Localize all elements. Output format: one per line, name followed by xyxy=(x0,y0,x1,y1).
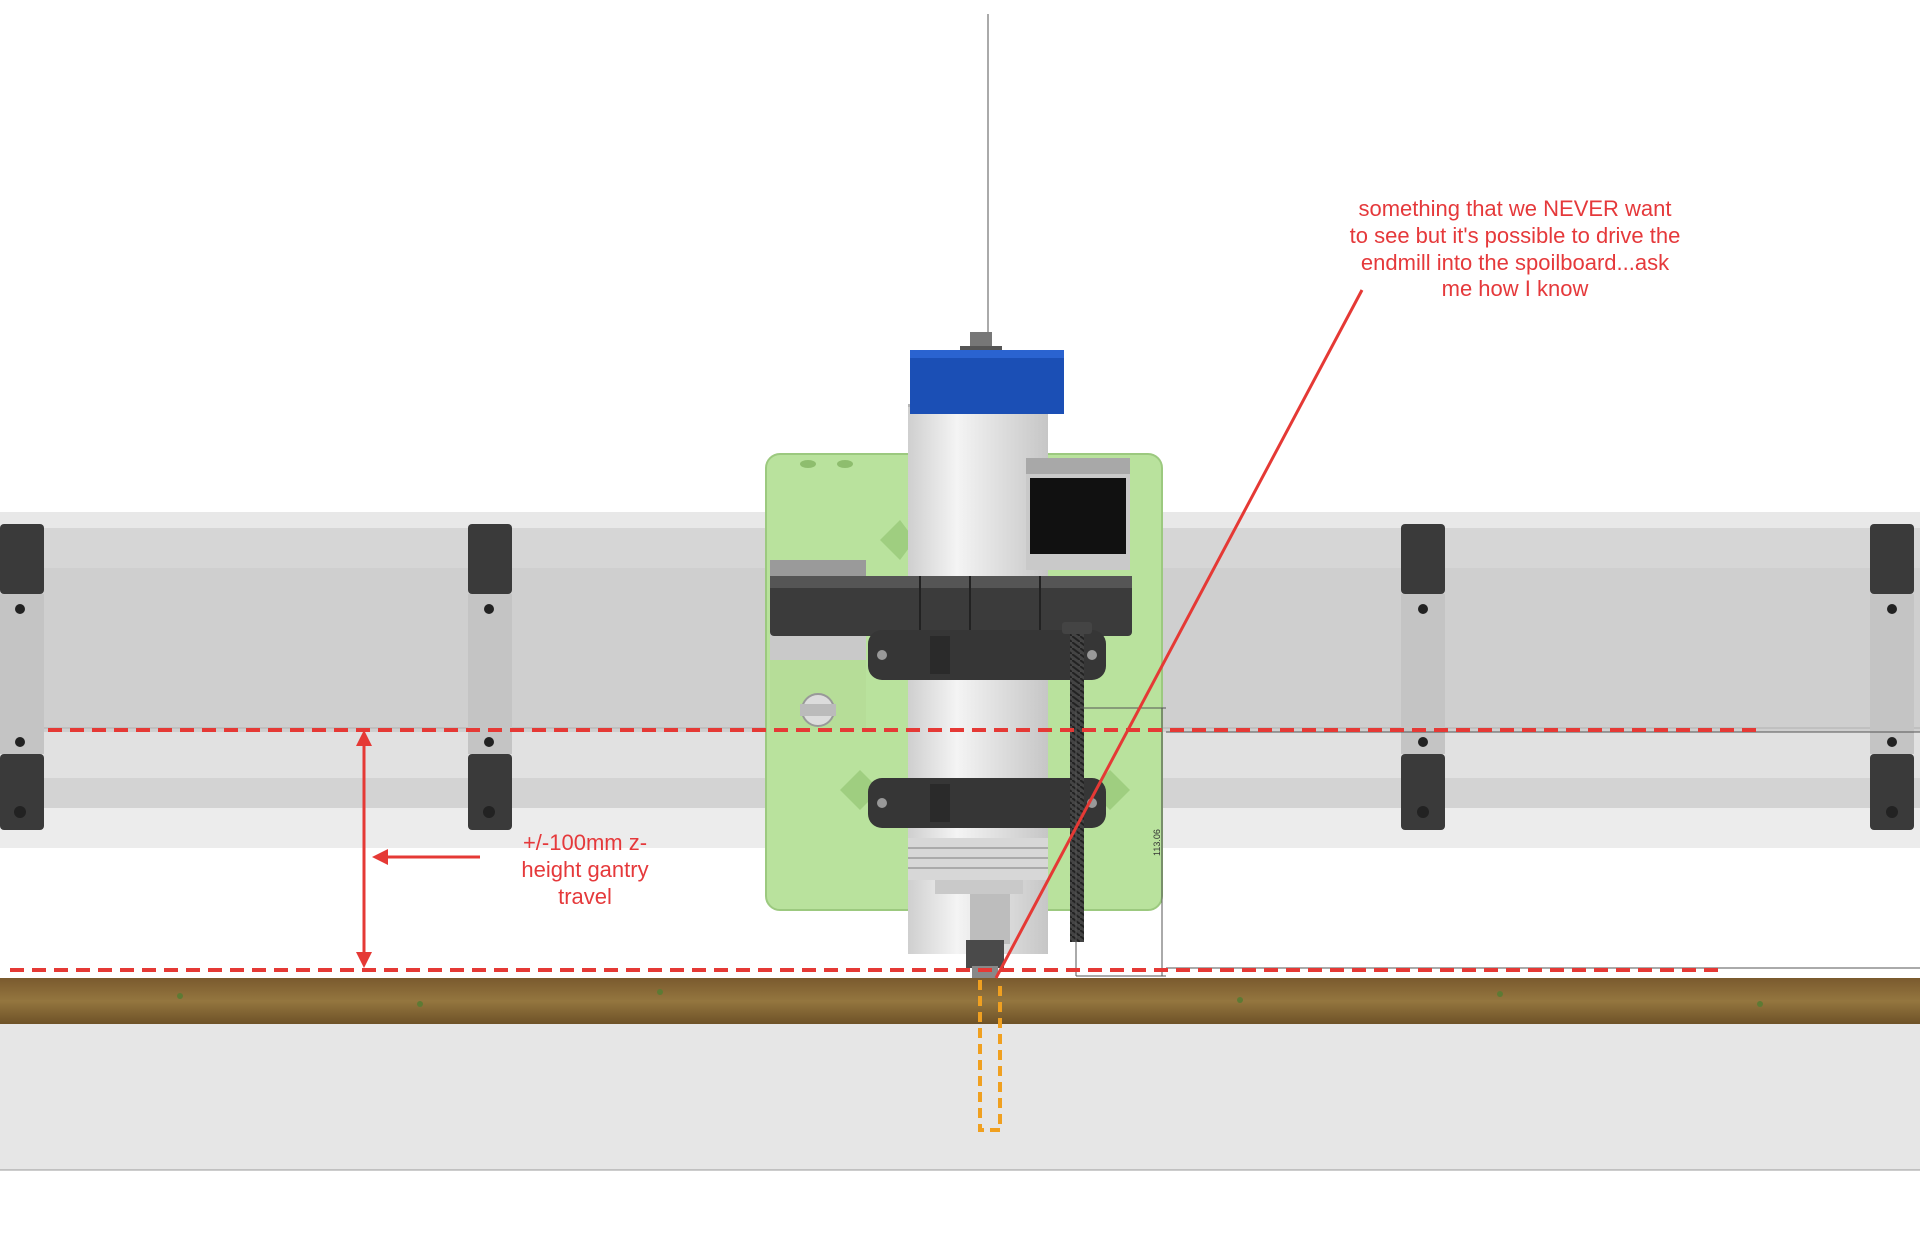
warning-leader-line xyxy=(994,289,1364,979)
rail-bracket-right-2 xyxy=(1870,524,1914,830)
spindle-cap xyxy=(910,332,1064,414)
spindle-clamp-upper xyxy=(868,630,1106,680)
dimension-value: 113.06 xyxy=(1152,829,1162,856)
travel-label-arrow xyxy=(372,849,480,865)
spoilboard xyxy=(0,978,1920,1024)
spindle-clamp-lower xyxy=(868,778,1106,828)
endmill-warning-note: something that we NEVER want to see but … xyxy=(1349,196,1681,302)
rail-bracket-left-2 xyxy=(468,524,512,830)
gantry-travel-label: +/-100mm z- height gantry travel xyxy=(521,830,649,909)
endmill-plunge-outline xyxy=(978,980,1002,1132)
z-stepper-motor xyxy=(1026,458,1130,570)
travel-double-arrow xyxy=(356,730,372,968)
rail-bracket-right-1 xyxy=(1401,524,1445,830)
machine-bed xyxy=(0,1024,1920,1171)
rail-bracket-left-1 xyxy=(0,524,44,830)
spindle-top-mount xyxy=(770,576,1132,636)
